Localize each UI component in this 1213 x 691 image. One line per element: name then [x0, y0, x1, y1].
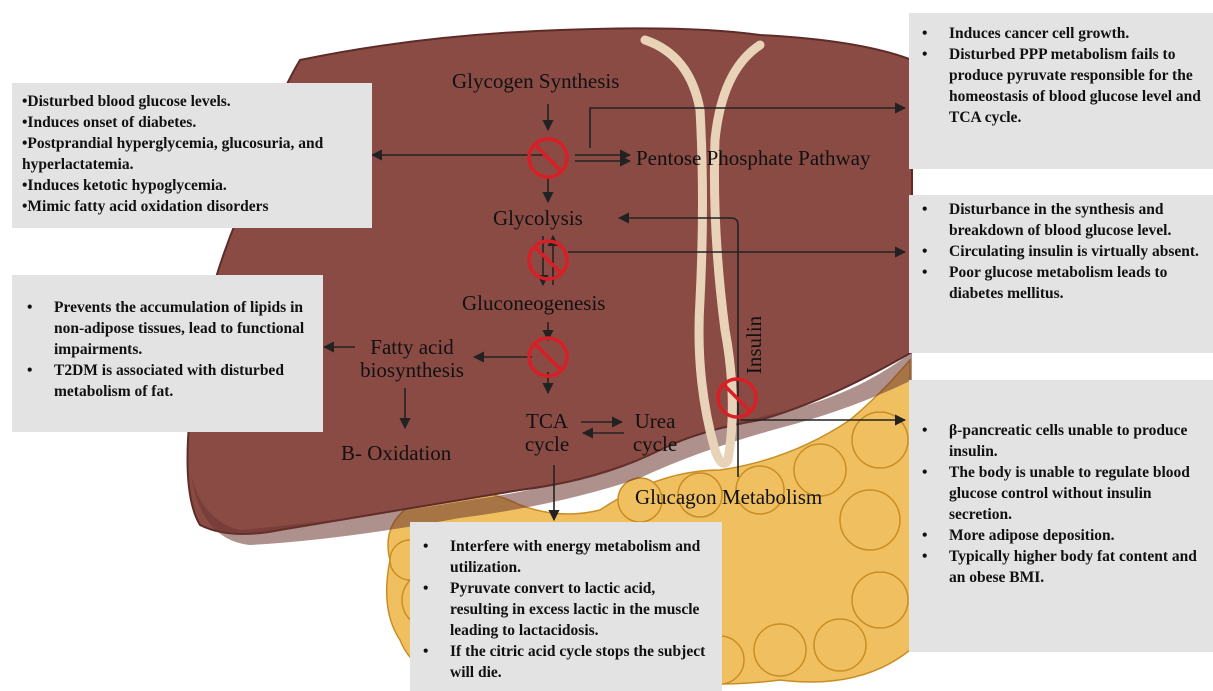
fatty-acid-label-line2: biosynthesis: [356, 359, 468, 382]
glycogen-effect-item: •Mimic fatty acid oxidation disorders: [22, 196, 362, 217]
glycogen-synthesis-label: Glycogen Synthesis: [452, 70, 619, 93]
tca-effect-item: If the citric acid cycle stops the subje…: [413, 641, 716, 683]
glycogen-effect-item: •Postprandial hyperglycemia, glucosuria,…: [22, 133, 362, 175]
glycogen-effect-item: •Induces onset of diabetes.: [22, 112, 362, 133]
tca-effect-item: Interfere with energy metabolism and uti…: [413, 536, 716, 578]
fatty-acid-label: Fatty acid biosynthesis: [356, 336, 468, 382]
fatty-acid-effect-item: Prevents the accumulation of lipids in n…: [17, 297, 313, 360]
beta-oxidation-label: B- Oxidation: [341, 442, 451, 465]
fatty-acid-effect-item: T2DM is associated with disturbed metabo…: [17, 360, 313, 402]
insulin-effect-item: β-pancreatic cells unable to produce ins…: [912, 420, 1207, 462]
fatty-acid-effects-box: Prevents the accumulation of lipids in n…: [12, 275, 323, 432]
tca-label-line2: cycle: [514, 433, 580, 456]
glycolysis-effect-item: Circulating insulin is virtually absent.: [912, 241, 1207, 262]
ppp-effect-item: Induces cancer cell growth.: [912, 23, 1205, 44]
tca-effects-box: Interfere with energy metabolism and uti…: [410, 522, 722, 691]
glycolysis-effect-item: Poor glucose metabolism leads to diabete…: [912, 262, 1207, 304]
insulin-effects-box: β-pancreatic cells unable to produce ins…: [909, 380, 1213, 652]
fatty-acid-label-line1: Fatty acid: [356, 336, 468, 359]
urea-label-line2: cycle: [624, 433, 686, 456]
tca-cycle-label: TCA cycle: [514, 410, 580, 456]
urea-cycle-label: Urea cycle: [624, 410, 686, 456]
insulin-effect-item: The body is unable to regulate blood glu…: [912, 462, 1207, 525]
tca-effect-item: Pyruvate convert to lactic acid, resulti…: [413, 578, 716, 641]
insulin-effect-item: Typically higher body fat content and an…: [912, 546, 1207, 588]
pentose-phosphate-label: Pentose Phosphate Pathway: [636, 147, 870, 170]
glycogen-effects-box: •Disturbed blood glucose levels. •Induce…: [12, 83, 372, 228]
insulin-effect-item: More adipose deposition.: [912, 525, 1207, 546]
ppp-effect-item: Disturbed PPP metabolism fails to produc…: [912, 44, 1205, 128]
gluconeogenesis-label: Gluconeogenesis: [462, 292, 605, 315]
glycolysis-effects-box: Disturbance in the synthesis and breakdo…: [909, 195, 1213, 353]
glycogen-effect-item: •Induces ketotic hypoglycemia.: [22, 175, 362, 196]
insulin-label: Insulin: [743, 310, 767, 380]
glucagon-metabolism-label: Glucagon Metabolism: [635, 486, 822, 509]
ppp-effects-box: Induces cancer cell growth. Disturbed PP…: [909, 13, 1213, 169]
tca-label-line1: TCA: [514, 410, 580, 433]
urea-label-line1: Urea: [624, 410, 686, 433]
glycogen-effect-item: •Disturbed blood glucose levels.: [22, 91, 362, 112]
glycolysis-label: Glycolysis: [493, 207, 583, 230]
glycolysis-effect-item: Disturbance in the synthesis and breakdo…: [912, 199, 1207, 241]
